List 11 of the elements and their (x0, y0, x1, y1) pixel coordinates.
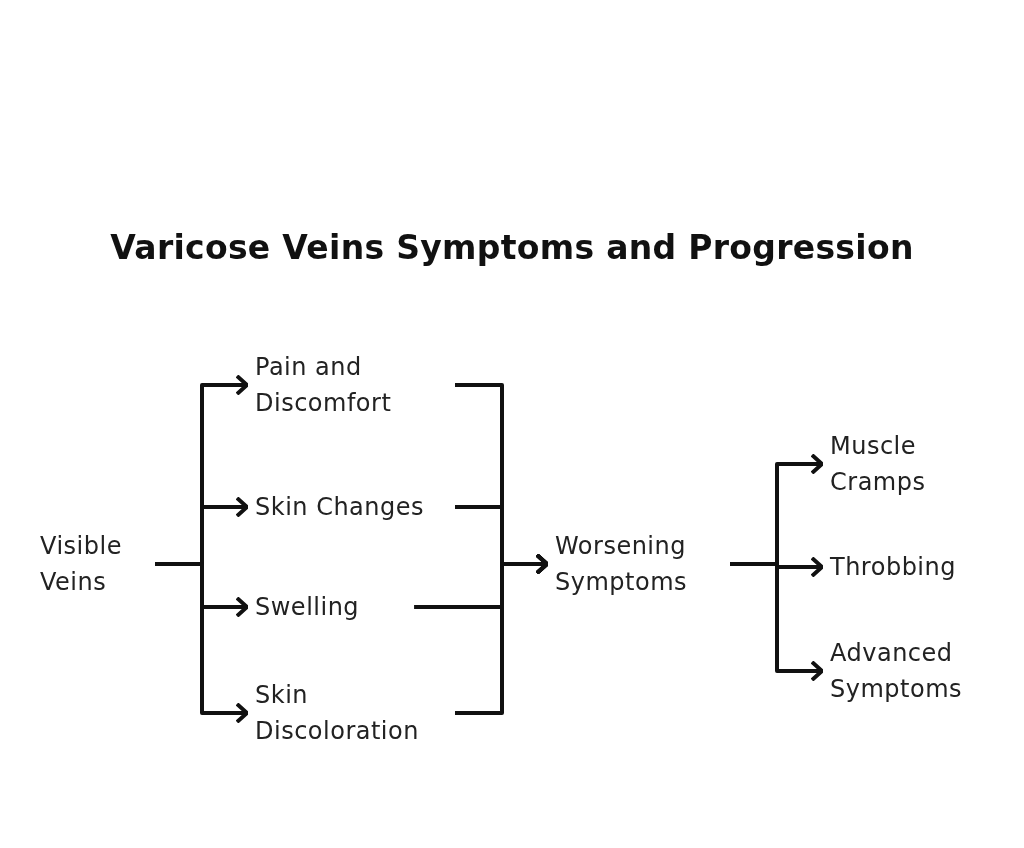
node-label: Muscle Cramps (830, 431, 927, 498)
node-label: Skin Changes (255, 492, 425, 523)
arrow (455, 553, 549, 715)
node-label: Skin Discoloration (255, 680, 420, 747)
node-label: Pain and Discomfort (255, 352, 393, 419)
node-label: Swelling (255, 592, 360, 623)
node-label: Worsening Symptoms (555, 531, 689, 598)
node-label: Visible Veins (40, 531, 123, 598)
diagram-title: Varicose Veins Symptoms and Progression (109, 228, 915, 267)
node-label: Advanced Symptoms (830, 638, 964, 705)
node-label: Throbbing (830, 552, 956, 583)
